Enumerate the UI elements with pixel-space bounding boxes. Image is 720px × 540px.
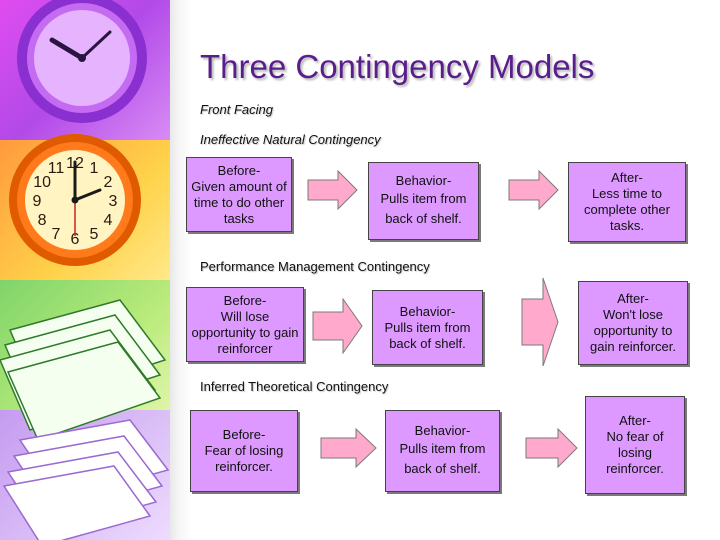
lavender-paper-stack-icon <box>2 419 170 540</box>
behavior-box-inferred: Behavior- Pulls item from back of shelf. <box>385 410 500 492</box>
behavior-heading: Behavior- <box>399 303 456 319</box>
sidebar-illustrations: 121234567891011 <box>0 0 170 540</box>
after-box-performance: After- Won't lose opportunity to gain re… <box>578 281 688 365</box>
clock-numeral: 9 <box>33 193 42 210</box>
after-heading: After- <box>611 170 643 185</box>
behavior-heading: Behavior- <box>414 423 471 438</box>
before-text: Fear of losing reinforcer. <box>204 443 284 474</box>
arrow-icon <box>307 170 358 210</box>
after-box-natural: After- Less time to complete other tasks… <box>568 162 686 242</box>
clock-numeral: 3 <box>109 193 118 210</box>
after-text: Won't lose opportunity to gain reinforce… <box>590 307 676 354</box>
behavior-text: Pulls item from back of shelf. <box>399 441 486 476</box>
after-box-inferred: After- No fear of losing reinforcer. <box>585 396 685 494</box>
behavior-box-natural: Behavior- Pulls item from back of shelf. <box>368 162 479 240</box>
orange-clock-icon: 121234567891011 <box>9 134 141 266</box>
arrow-icon <box>508 170 559 210</box>
after-heading: After- <box>617 291 649 306</box>
section-label-inferred: Inferred Theoretical Contingency <box>200 379 389 394</box>
after-text: Less time to complete other tasks. <box>584 186 670 233</box>
clock-numeral: 11 <box>48 160 65 177</box>
after-heading: After- <box>619 413 651 428</box>
clock-numeral: 4 <box>103 212 112 229</box>
behavior-text: Pulls item from back of shelf. <box>384 319 471 351</box>
sidebar-divider <box>170 0 192 540</box>
before-text: Given amount of time to do other tasks <box>191 178 287 226</box>
section-label-performance: Performance Management Contingency <box>200 259 430 274</box>
clock-numeral: 7 <box>52 226 61 243</box>
before-box-inferred: Before- Fear of losing reinforcer. <box>190 410 298 492</box>
after-text: No fear of losing reinforcer. <box>606 429 664 476</box>
clock-numeral: 8 <box>38 212 47 229</box>
arrow-icon <box>320 428 377 468</box>
clock-numeral: 5 <box>90 226 99 243</box>
behavior-heading: Behavior- <box>395 173 452 188</box>
subtitle: Front Facing <box>200 102 273 117</box>
before-heading: Before- <box>217 162 261 178</box>
decorative-sidebar: 121234567891011 <box>0 0 170 540</box>
clock-numeral: 6 <box>71 231 80 248</box>
before-box-natural: Before- Given amount of time to do other… <box>186 157 292 232</box>
purple-clock-icon <box>17 0 147 123</box>
before-heading: Before- <box>222 427 266 442</box>
before-box-performance: Before- Will lose opportunity to gain re… <box>186 287 304 362</box>
slide-title: Three Contingency Models <box>200 48 595 85</box>
section-label-natural: Ineffective Natural Contingency <box>200 132 381 147</box>
arrow-icon <box>521 277 559 367</box>
clock-numeral: 1 <box>90 160 99 177</box>
before-heading: Before- <box>223 292 267 308</box>
before-text: Will lose opportunity to gain reinforcer <box>191 308 299 356</box>
arrow-icon <box>525 428 578 468</box>
behavior-box-performance: Behavior- Pulls item from back of shelf. <box>372 290 483 365</box>
green-paper-stack-icon <box>0 299 167 441</box>
clock-numeral: 2 <box>103 174 112 191</box>
arrow-icon <box>312 298 363 354</box>
behavior-text: Pulls item from back of shelf. <box>380 191 467 226</box>
clock-numeral: 10 <box>33 174 51 191</box>
